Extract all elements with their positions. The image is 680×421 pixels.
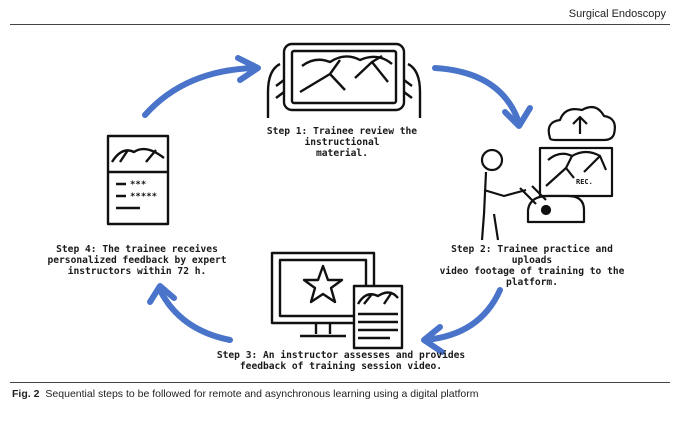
instructor-station-icon xyxy=(270,251,404,350)
arrowhead-3 xyxy=(421,324,445,355)
step-2-text: Step 2: Trainee practice and uploads vid… xyxy=(439,244,625,288)
journal-name: Surgical Endoscopy xyxy=(568,8,666,20)
rating-stars-row2: ***** xyxy=(130,192,157,202)
person-head-icon xyxy=(480,148,504,172)
header-rule xyxy=(10,24,670,25)
arrow-step1-to-step2 xyxy=(432,65,521,123)
feedback-report-icon xyxy=(106,134,170,226)
rec-label: REC. xyxy=(576,178,593,186)
cloud-upload-icon xyxy=(547,105,616,142)
step-3-text: Step 3: An instructor assesses and provi… xyxy=(216,350,466,372)
rating-stars-row1: *** xyxy=(130,180,146,190)
arrow-step3-to-step4 xyxy=(157,287,233,343)
simulator-icon xyxy=(526,194,586,224)
cycle-arrows xyxy=(142,65,521,343)
caption-label: Fig. 2 xyxy=(12,388,40,400)
right-hand-icon xyxy=(403,62,422,118)
step-1-text: Step 1: Trainee review the instructional… xyxy=(266,126,418,159)
arrow-step4-to-step1 xyxy=(142,65,258,118)
arrowhead-4 xyxy=(147,283,177,305)
figure-caption: Fig. 2 Sequential steps to be followed fo… xyxy=(12,388,479,400)
star-icon xyxy=(302,264,344,304)
left-hand-icon xyxy=(266,62,285,118)
tablet-icon xyxy=(266,42,422,118)
trainee-station-icon xyxy=(480,105,616,241)
arrow-step2-to-step3 xyxy=(422,287,503,343)
arrowhead-1 xyxy=(235,55,261,83)
caption-text: Sequential steps to be followed for remo… xyxy=(45,388,479,400)
arrowhead-2 xyxy=(502,105,533,129)
person-body-icon xyxy=(480,171,527,241)
caption-rule xyxy=(10,382,670,383)
step-4-text: Step 4: The trainee receives personalize… xyxy=(47,244,227,277)
